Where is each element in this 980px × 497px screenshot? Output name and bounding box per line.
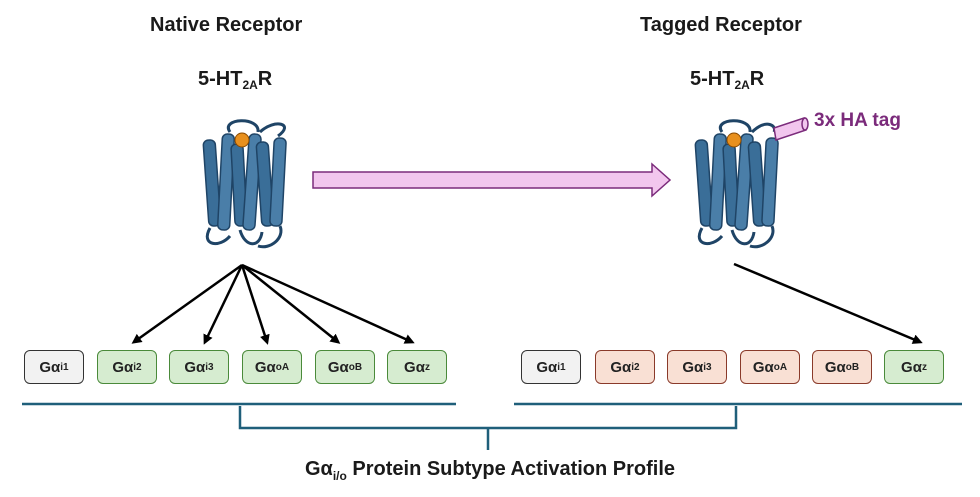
subtype-symbol: Gα — [254, 358, 276, 376]
native-arrow-i3 — [203, 264, 244, 345]
subtype-subscript: i1 — [60, 361, 69, 373]
subtype-symbol: Gα — [404, 358, 425, 376]
native-receptor-icon — [202, 119, 287, 249]
native-receptor-label: 5-HT2AR — [198, 68, 272, 92]
subtype-subscript: i1 — [557, 361, 566, 373]
native-arrow-ob — [241, 264, 341, 344]
subtype-symbol: Gα — [610, 358, 632, 376]
native-arrow-i2 — [131, 263, 243, 344]
profile-bracket — [22, 402, 962, 450]
ha-tag-label: 3x HA tag — [814, 110, 901, 131]
caption-symbol: Gα — [304, 458, 333, 480]
subtype-subscript: oB — [348, 361, 363, 373]
subtype-symbol: Gα — [39, 358, 61, 376]
subtype-subscript: oA — [773, 361, 788, 373]
tagged-receptor-label: 5-HT2AR — [690, 68, 764, 92]
subtype-symbol: Gα — [901, 358, 922, 376]
subtype-subscript: i3 — [205, 361, 214, 373]
tagged-receptor-icon — [694, 119, 779, 249]
native-receptor-name: 5-HT — [198, 68, 243, 90]
subtype-subscript: i2 — [133, 361, 142, 373]
tagged-receptor-suffix: R — [749, 68, 765, 90]
transition-arrow — [312, 162, 672, 198]
ha-tag-icon — [773, 117, 809, 141]
caption-subscript: i/o — [332, 469, 347, 483]
subtype-symbol: Gα — [112, 358, 134, 376]
native-receptor-suffix: R — [257, 68, 273, 90]
subtype-subscript: z — [424, 361, 430, 373]
activation-profile-caption: Gαi/o Protein Subtype Activation Profile — [0, 458, 980, 483]
subtype-symbol: Gα — [752, 358, 774, 376]
subtype-subscript: oA — [275, 361, 290, 373]
caption-text: Protein Subtype Activation Profile — [346, 458, 676, 480]
native-arrow-oa — [240, 264, 270, 345]
subtype-symbol: Gα — [824, 358, 846, 376]
subtype-subscript: i3 — [703, 361, 712, 373]
native-activation-arrows — [131, 263, 415, 345]
tagged-receptor-name: 5-HT — [690, 68, 735, 90]
subtype-subscript: i2 — [631, 361, 640, 373]
native-receptor-heading: Native Receptor — [150, 14, 303, 36]
subtype-symbol: Gα — [536, 358, 558, 376]
tagged-receptor-heading: Tagged Receptor — [640, 14, 802, 36]
subtype-symbol: Gα — [184, 358, 206, 376]
native-receptor-subscript: 2A — [242, 78, 258, 92]
native-arrow-z — [241, 263, 415, 344]
tagged-receptor-subscript: 2A — [734, 78, 750, 92]
subtype-subscript: z — [921, 361, 927, 373]
subtype-symbol: Gα — [327, 358, 349, 376]
subtype-symbol: Gα — [682, 358, 704, 376]
tagged-arrow-z — [733, 262, 923, 344]
subtype-subscript: oB — [845, 361, 860, 373]
